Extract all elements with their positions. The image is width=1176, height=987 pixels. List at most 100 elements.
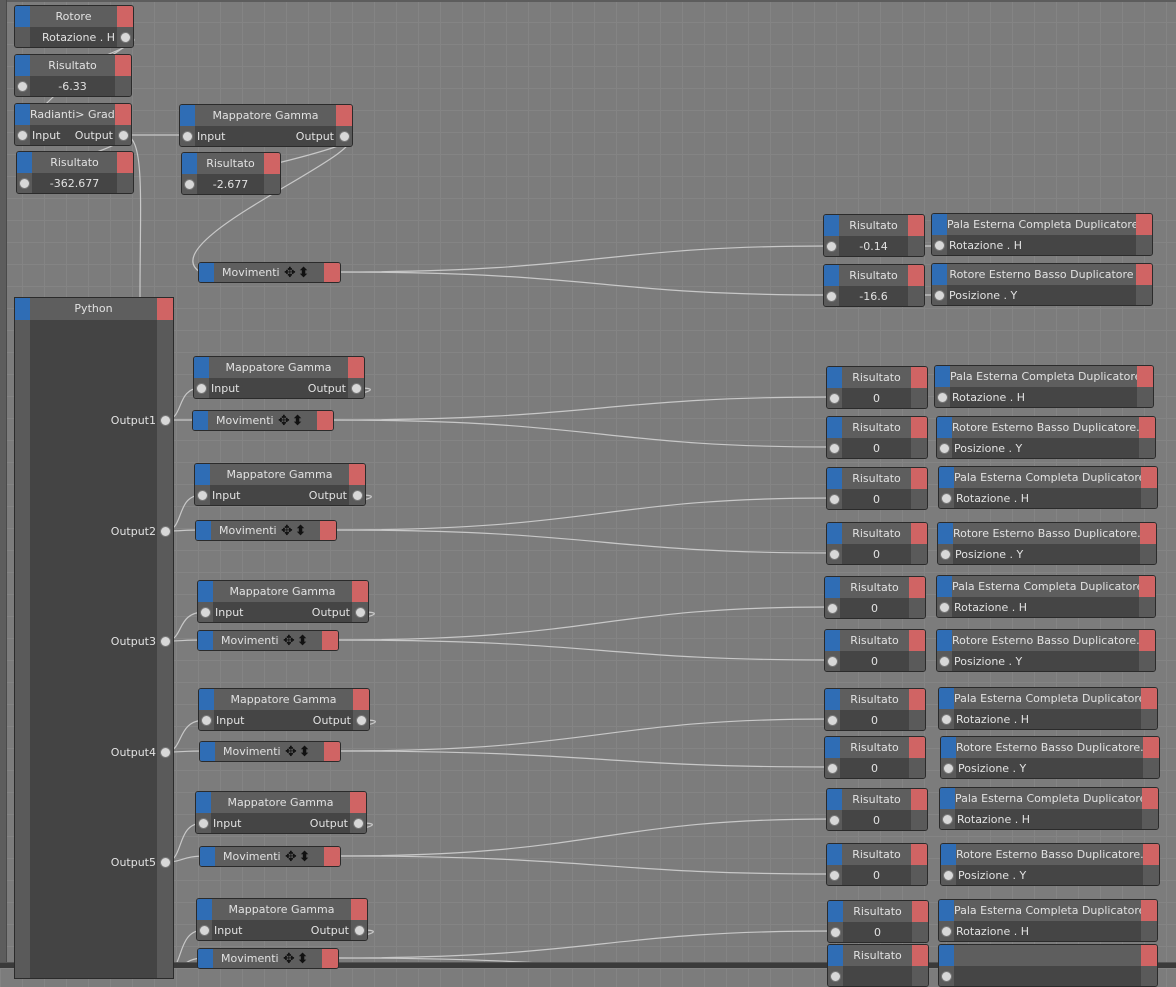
input-ports-button[interactable] (825, 630, 840, 651)
input-ports-button[interactable] (827, 844, 842, 865)
output-ports-button[interactable] (909, 630, 925, 651)
input-ports-button[interactable] (937, 576, 952, 597)
port-icon[interactable] (117, 129, 129, 141)
node-header[interactable]: Pala Esterna Completa Duplicatore.3 (937, 576, 1155, 597)
output-ports-button[interactable] (324, 742, 340, 761)
rotore-esterno-node[interactable] (938, 944, 1158, 987)
port-icon[interactable] (829, 392, 840, 404)
output-ports-button[interactable] (909, 689, 925, 710)
output-ports-button[interactable] (1143, 737, 1159, 758)
node-header[interactable]: Risultato (824, 265, 924, 286)
port-icon[interactable] (934, 239, 945, 251)
output-ports-button[interactable] (908, 215, 924, 236)
port-icon[interactable] (351, 489, 363, 501)
input-ports-button[interactable] (196, 792, 211, 813)
input-ports-button[interactable] (15, 55, 30, 76)
node-header[interactable]: Mappatore Gamma (198, 581, 368, 602)
port-icon[interactable] (939, 442, 950, 454)
port-icon[interactable] (19, 177, 30, 189)
movimenti-node[interactable]: Movimenti✥⬍ (199, 846, 341, 867)
output-ports-button[interactable] (157, 298, 173, 320)
output-ports-button[interactable] (911, 468, 927, 489)
risultato-node[interactable]: Risultato-16.6 (823, 264, 925, 307)
node-header[interactable]: Rotore (15, 6, 133, 27)
port-icon[interactable] (829, 493, 840, 505)
risultato-node[interactable]: Risultato-0.14 (823, 214, 925, 257)
node-header[interactable]: Mappatore Gamma (194, 357, 364, 378)
output-ports-button[interactable] (117, 152, 133, 173)
output-ports-button[interactable] (324, 263, 340, 282)
node-header[interactable]: Risultato (825, 689, 925, 710)
input-ports-button[interactable] (938, 523, 953, 544)
input-ports-button[interactable] (180, 105, 195, 126)
node-header[interactable]: Pala Esterna Completa Duplicatore.4 (939, 688, 1157, 709)
port-icon[interactable] (941, 492, 952, 504)
node-header[interactable]: Pala Esterna Completa Duplicatore.2 (939, 467, 1157, 488)
port-icon[interactable] (354, 606, 366, 618)
node-header[interactable]: Risultato (17, 152, 133, 173)
output-ports-button[interactable] (349, 464, 365, 485)
output-ports-button[interactable] (350, 792, 366, 813)
input-ports-button[interactable] (15, 104, 30, 125)
output-ports-button[interactable] (1139, 576, 1155, 597)
input-ports-button[interactable] (194, 357, 209, 378)
output-ports-button[interactable] (912, 945, 928, 966)
risultato-node[interactable]: Risultato-2.677 (181, 152, 281, 195)
port-icon[interactable] (160, 747, 171, 758)
input-ports-button[interactable] (937, 630, 952, 651)
output-ports-button[interactable] (911, 844, 927, 865)
port-icon[interactable] (941, 970, 952, 982)
port-icon[interactable] (830, 926, 841, 938)
node-header[interactable]: Risultato (827, 367, 927, 388)
output-ports-button[interactable] (908, 265, 924, 286)
port-icon[interactable] (355, 714, 367, 726)
node-header[interactable]: Radianti> Gradi (15, 104, 131, 125)
output-ports-button[interactable] (1141, 688, 1157, 709)
port-icon[interactable] (941, 925, 952, 937)
node-header[interactable]: Risultato (825, 630, 925, 651)
output-ports-button[interactable] (324, 847, 340, 866)
input-ports-button[interactable] (939, 945, 954, 966)
node-header[interactable]: Mappatore Gamma (195, 464, 365, 485)
output-ports-button[interactable] (115, 55, 131, 76)
node-header[interactable]: Pala Esterna Completa Duplicatore.1 (935, 366, 1153, 387)
input-ports-button[interactable] (199, 263, 214, 282)
node-header[interactable]: Rotore Esterno Basso Duplicatore.3 (937, 630, 1155, 651)
port-icon[interactable] (160, 415, 171, 426)
port-icon[interactable] (200, 606, 211, 618)
output-ports-button[interactable] (351, 899, 367, 920)
node-header[interactable]: Python (15, 298, 173, 320)
port-icon[interactable] (182, 130, 193, 142)
output-ports-button[interactable] (115, 104, 131, 125)
port-icon[interactable] (829, 548, 840, 560)
port-icon[interactable] (829, 814, 840, 826)
node-header[interactable]: Risultato (825, 577, 925, 598)
input-ports-button[interactable] (828, 901, 843, 922)
input-ports-button[interactable] (827, 417, 842, 438)
port-icon[interactable] (160, 636, 171, 647)
port-icon[interactable] (941, 713, 952, 725)
port-icon[interactable] (939, 655, 950, 667)
output-ports-button[interactable] (911, 367, 927, 388)
node-header[interactable]: Risultato (827, 417, 927, 438)
input-ports-button[interactable] (827, 789, 842, 810)
output-ports-button[interactable] (909, 737, 925, 758)
port-icon[interactable] (826, 240, 837, 252)
